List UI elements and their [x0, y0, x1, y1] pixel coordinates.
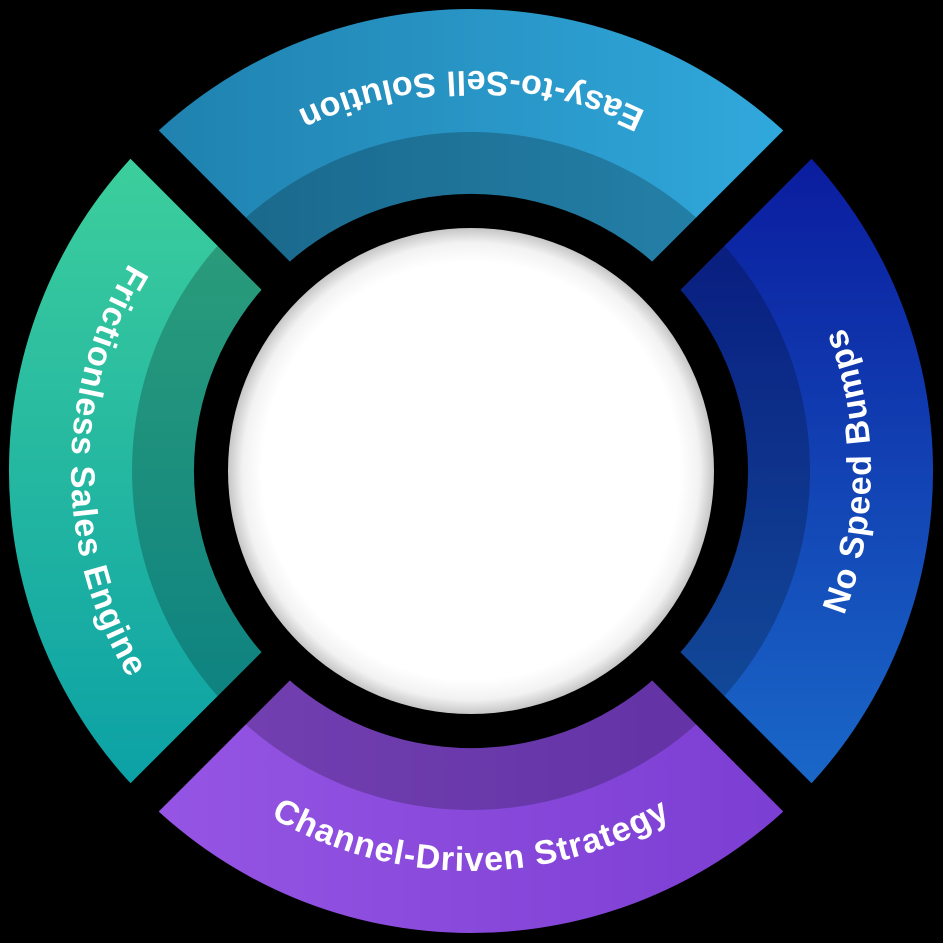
ring-segments: [8, 8, 934, 934]
segment-arc-right: [666, 144, 934, 798]
segment-arc-bottom: [144, 666, 798, 934]
center-circle: [228, 228, 714, 714]
segment-arc-left: [8, 144, 276, 798]
segment-arc-top: [144, 8, 798, 276]
